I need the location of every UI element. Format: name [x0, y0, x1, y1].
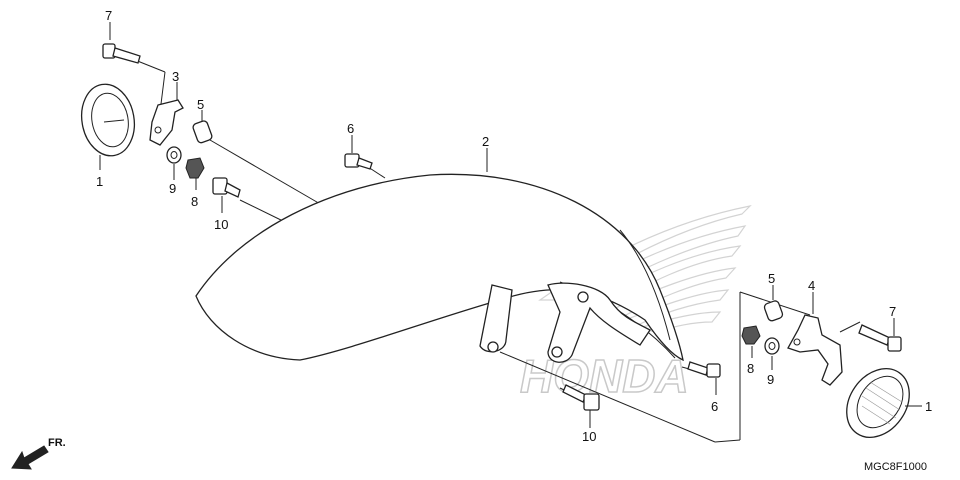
bolt-10-left: [212, 177, 241, 198]
front-direction-label: FR.: [48, 437, 66, 449]
washer-9-right: [764, 337, 780, 355]
bolt-6-left: [344, 153, 373, 170]
diagram-code: MGC8F1000: [864, 461, 927, 473]
nut-8-right: [741, 325, 761, 345]
callout-10-left: 10: [214, 217, 228, 232]
callout-7-right: 7: [889, 304, 896, 319]
front-direction-arrow-icon: [11, 445, 49, 470]
reflector-1-right: [846, 368, 910, 438]
callout-9-right: 9: [767, 372, 774, 387]
collar-5-right: [763, 300, 784, 322]
bolt-7-right: [858, 324, 902, 352]
callout-3: 3: [172, 69, 179, 84]
callout-8-left: 8: [191, 194, 198, 209]
bolt-7-left: [102, 43, 141, 64]
callout-7-left: 7: [105, 8, 112, 23]
bracket-4-right: [787, 314, 843, 386]
front-fender: [195, 173, 684, 362]
bolt-10-right: [562, 384, 600, 411]
callout-5-left: 5: [197, 97, 204, 112]
collar-5-left: [192, 120, 213, 144]
fender-stay-right: [547, 282, 651, 363]
fender-stay-left: [479, 284, 513, 353]
callout-4: 4: [808, 278, 815, 293]
washer-9-left: [166, 146, 182, 164]
callout-1-right: 1: [925, 399, 932, 414]
reflector-1-left: [80, 83, 136, 157]
callout-6-left: 6: [347, 121, 354, 136]
bolt-6-right: [687, 361, 721, 378]
callout-9-left: 9: [169, 181, 176, 196]
callout-2: 2: [482, 134, 489, 149]
callout-ticks: [99, 22, 922, 428]
honda-text-watermark: HONDA: [520, 350, 689, 402]
callout-6-right: 6: [711, 399, 718, 414]
nut-8-left: [185, 157, 205, 179]
callout-1-left: 1: [96, 174, 103, 189]
callout-5-right: 5: [768, 271, 775, 286]
callout-8-right: 8: [747, 361, 754, 376]
bracket-3-left: [149, 99, 184, 146]
callout-10-right: 10: [582, 429, 596, 444]
